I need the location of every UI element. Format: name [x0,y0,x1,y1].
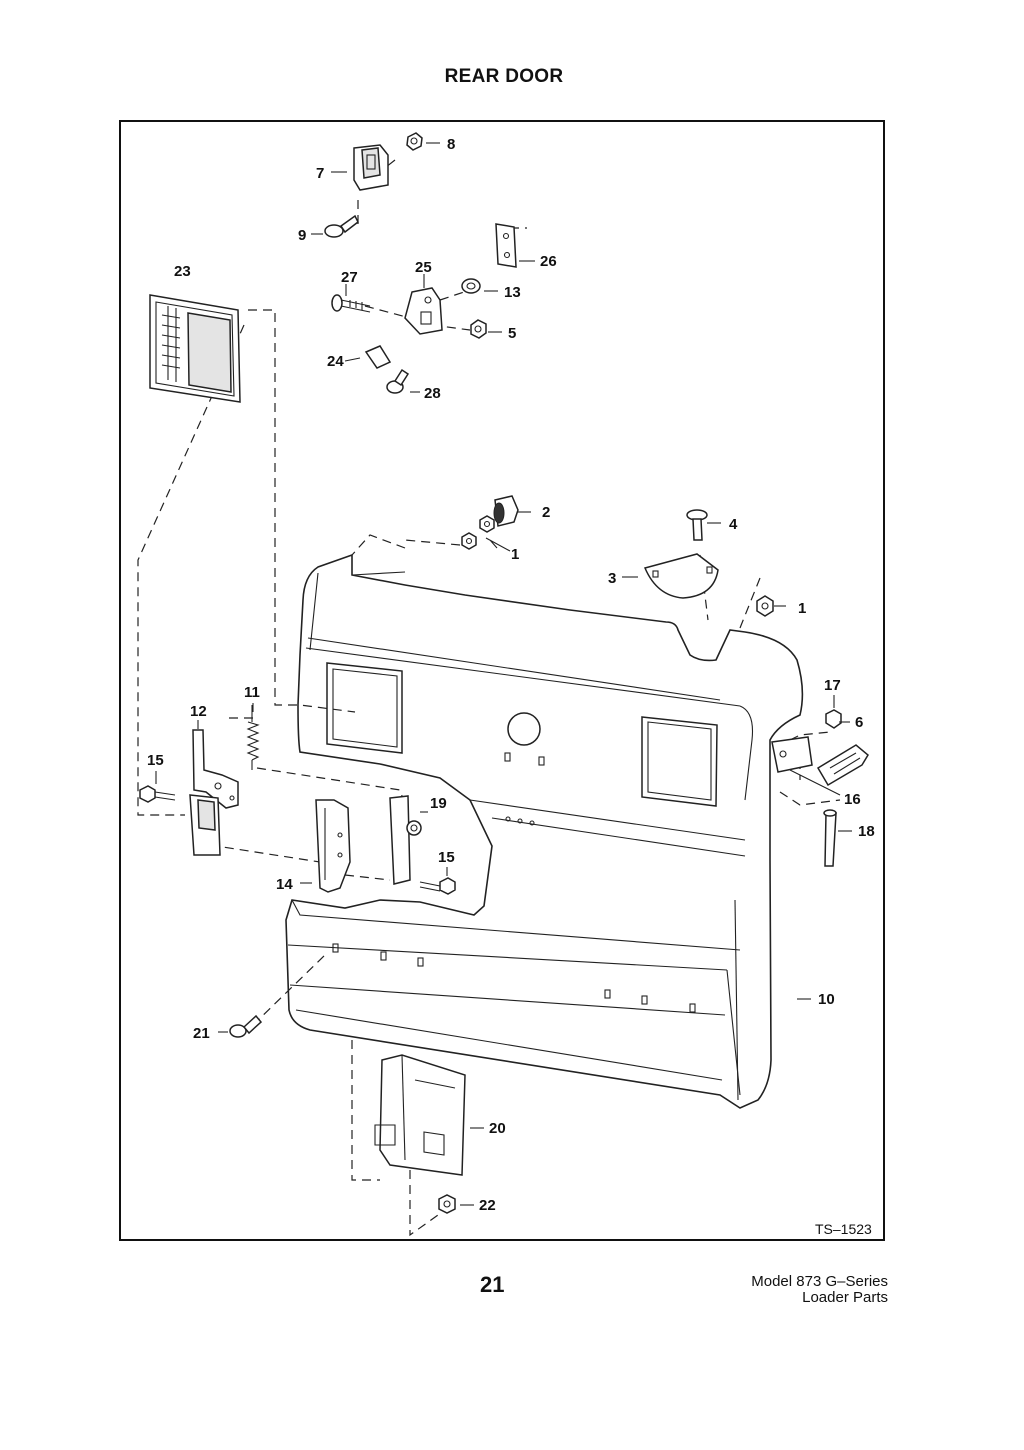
part-2-bumper [493,495,519,527]
callout-leaders [155,142,852,1206]
callout-7: 7 [316,165,324,182]
part-15-bolt-right [419,877,456,895]
part-27-bolt [331,294,371,313]
part-21-bolt [229,1014,263,1038]
callout-27: 27 [341,269,358,286]
footer: Model 873 G–Series Loader Parts [751,1274,888,1306]
callout-12: 12 [190,703,207,720]
callout-19: 19 [430,795,447,812]
diagram-frame [119,120,885,1241]
part-12-latch-arm [192,729,239,809]
part-6-latch-handle [816,744,869,787]
page-title: REAR DOOR [444,66,564,87]
part-1-nuts-upper [461,515,511,552]
callout-10: 10 [818,991,835,1008]
left-window [326,662,403,754]
callout-16: 16 [844,791,861,808]
center-hole [507,712,541,746]
callout-14: 14 [276,876,293,893]
callout-15-left: 15 [147,752,164,769]
callout-20: 20 [489,1120,506,1137]
callout-3: 3 [608,570,616,587]
right-window [641,716,718,807]
callout-2: 2 [542,504,550,521]
callout-21: 21 [193,1025,210,1042]
part-8-nut [406,132,423,151]
callout-15-right: 15 [438,849,455,866]
callout-6: 6 [855,714,863,731]
part-9-bolt [324,214,359,238]
callout-18: 18 [858,823,875,840]
part-5-nut [470,319,487,339]
part-15-bolt-left [139,785,176,803]
part-11-spring [246,705,260,770]
part-26-plate [495,223,517,268]
callout-13: 13 [504,284,521,301]
part-18-pin [823,809,837,867]
part-16-bracket [771,736,841,796]
callout-1-upper: 1 [511,546,519,563]
part-25-hinge-bracket [404,287,443,335]
callout-4: 4 [729,516,738,533]
part-14-latch-plate [315,799,351,893]
part-28-bolt [386,368,410,394]
page-number: 21 [480,1272,505,1297]
part-3-cover-plate [643,553,719,599]
callout-22: 22 [479,1197,496,1214]
part-19-latch-mechanism [389,795,422,885]
callout-28: 28 [424,385,441,402]
footer-doc: Loader Parts [802,1289,888,1306]
callout-11: 11 [244,684,260,701]
part-1-nut-right [756,595,774,617]
latch-block [189,794,221,856]
part-17-nut [825,709,842,729]
callout-8: 8 [447,136,455,153]
callout-26: 26 [540,253,557,270]
footer-model: Model 873 G–Series [751,1273,888,1290]
callout-23: 23 [174,263,191,280]
part-20-bracket [374,1054,466,1176]
part-7-latch-striker [353,144,389,191]
part-23-vent-grille [149,294,241,403]
callout-labels: 8 7 9 23 27 25 26 13 5 24 28 2 1 4 3 1 1… [147,136,875,1237]
callout-25: 25 [415,259,432,276]
callout-5: 5 [508,325,516,342]
part-24-pin [364,345,392,369]
callout-9: 9 [298,227,306,244]
figure-code: TS–1523 [815,1221,872,1237]
callout-24: 24 [327,353,344,370]
callout-1-right: 1 [798,600,806,617]
door-panel [285,553,804,1109]
part-22-nut [438,1194,456,1214]
part-4-bolt [686,509,708,541]
part-13-washer [461,278,481,294]
callout-17: 17 [824,677,841,694]
